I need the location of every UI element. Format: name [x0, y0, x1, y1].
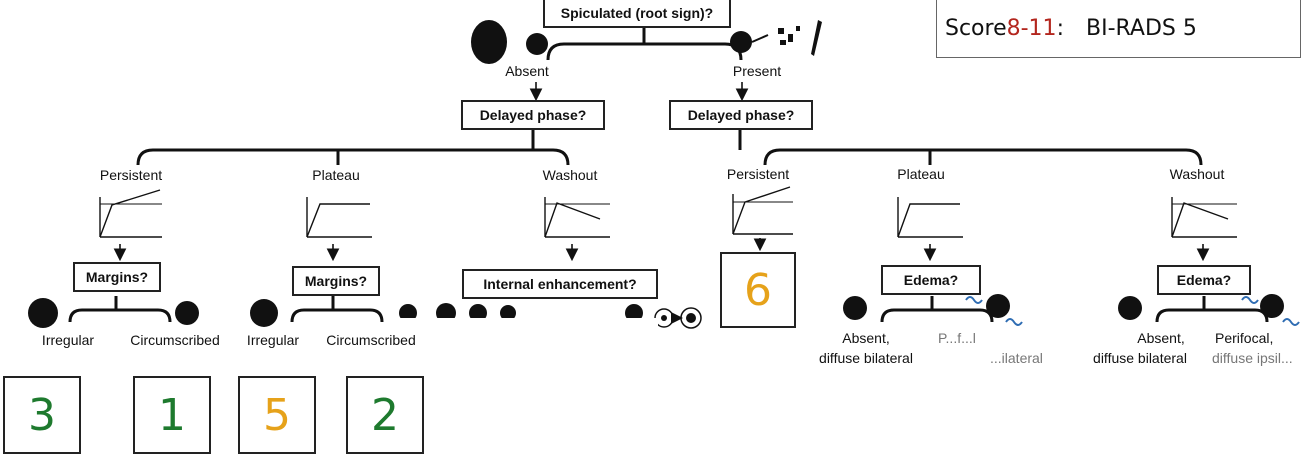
outcome-diffuse-bilateral-2: diffuse bilateral [1093, 350, 1187, 366]
washout-curve-icon [544, 197, 610, 238]
score-6: 6 [744, 264, 772, 316]
score-1: 1 [158, 389, 186, 441]
label-washout: Washout [542, 167, 598, 183]
circumscribed-lesion-icon [175, 301, 199, 325]
internal-lesion-icon [399, 304, 417, 322]
outcome-perifocal-partial: P...f...l [938, 330, 976, 346]
edema-question: Edema? [903, 272, 959, 288]
label-plateau: Plateau [312, 167, 360, 183]
label-plateau-2: Plateau [897, 166, 945, 182]
delayed-phase-question: Delayed phase? [479, 107, 587, 123]
delayed-phase-box-left: Delayed phase? [461, 100, 605, 130]
label-persistent-2: Persistent [726, 166, 790, 182]
score-box-1: 1 [133, 376, 211, 454]
occlusion-band [388, 318, 658, 354]
right-bracket [763, 148, 1203, 166]
outcome-diffuse-ipsilateral-partial: diffuse ipsil... [1212, 350, 1293, 366]
outcome-circumscribed: Circumscribed [130, 332, 220, 348]
round-lesion-icon [526, 33, 548, 55]
internal-enhancement-box: Internal enhancement? [462, 269, 658, 299]
legend-label: BI-RADS 5 [1085, 16, 1197, 41]
internal-enhancement-question: Internal enhancement? [483, 276, 637, 292]
score-box-6: 6 [720, 252, 796, 328]
score-3: 3 [28, 389, 56, 441]
legend-colon: : [1056, 16, 1064, 41]
margins-question: Margins? [85, 269, 149, 285]
edema-box-2: Edema? [1157, 265, 1251, 295]
round-lesion-icon-3 [843, 296, 867, 320]
outcome-diffuse-partial: ...ilateral [990, 350, 1043, 366]
round-lesion-icon-4 [986, 294, 1010, 318]
irregular-lesion-icon [28, 298, 58, 328]
left-bracket [136, 148, 570, 166]
outcome-circumscribed-2: Circumscribed [326, 332, 416, 348]
branch-absent: Absent [505, 63, 549, 79]
spiculated-question-box: Spiculated (root sign)? [543, 0, 731, 28]
outcome-diffuse-bilateral: diffuse bilateral [819, 350, 913, 366]
branch-present: Present [732, 63, 782, 79]
irregular-lesion-icon-2 [250, 299, 278, 327]
margins-box: Margins? [73, 262, 161, 292]
persistent-curve-icon-2 [732, 186, 793, 235]
outcome-perifocal: Perifocal, [1215, 330, 1274, 346]
legend-prefix: Score [945, 16, 1007, 41]
occlusion-band-2 [934, 346, 1064, 368]
plateau-curve-icon-2 [897, 197, 963, 238]
score-box-5: 5 [238, 376, 316, 454]
margins-question-2: Margins? [304, 273, 368, 289]
label-washout-2: Washout [1169, 166, 1225, 182]
outcome-absent-2: Absent, [1137, 330, 1185, 346]
delayed-phase-box-right: Delayed phase? [669, 100, 813, 130]
washout-curve-icon-2 [1171, 197, 1237, 238]
plateau-curve-icon [306, 197, 372, 238]
top-bracket [546, 42, 743, 61]
spiculated-fragments-icon [778, 20, 822, 56]
round-lesion-icon-2 [730, 31, 752, 53]
spiculated-mass-icon [471, 20, 507, 64]
edema-wave-icon [965, 296, 1300, 326]
round-lesion-icon-6 [1260, 294, 1284, 318]
delayed-phase-question-2: Delayed phase? [687, 107, 795, 123]
edema-box: Edema? [881, 265, 981, 295]
label-persistent: Persistent [99, 167, 163, 183]
persistent-curve-icon [99, 189, 162, 238]
round-lesion-icon-5 [1118, 296, 1142, 320]
score-2: 2 [371, 389, 399, 441]
score-5: 5 [263, 389, 291, 441]
outcome-irregular: Irregular [41, 332, 95, 348]
score-legend: Score 8-11: BI-RADS 5 [936, 0, 1301, 58]
score-box-2: 2 [346, 376, 424, 454]
outcome-absent: Absent, [842, 330, 890, 346]
outcome-irregular-2: Irregular [246, 332, 300, 348]
margins-box-2: Margins? [292, 266, 380, 296]
spiculated-question: Spiculated (root sign)? [560, 5, 714, 21]
score-box-3: 3 [3, 376, 81, 454]
legend-range: 8-11 [1006, 16, 1057, 41]
edema-question-2: Edema? [1176, 272, 1232, 288]
